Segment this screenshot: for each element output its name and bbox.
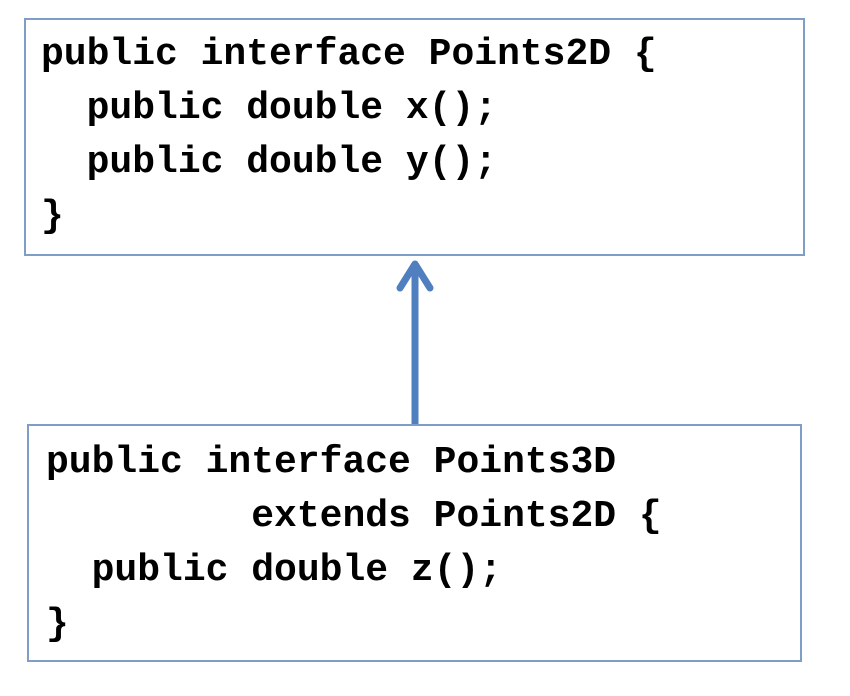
code-line: } bbox=[46, 603, 69, 646]
code-line: public double z(); bbox=[46, 549, 503, 592]
code-line: public interface Points2D { bbox=[41, 33, 657, 76]
child-interface-box: public interface Points3D extends Points… bbox=[27, 424, 802, 662]
code-line: } bbox=[41, 195, 64, 238]
parent-interface-box: public interface Points2D { public doubl… bbox=[24, 18, 805, 256]
arrow-head bbox=[396, 260, 434, 292]
code-line: public double x(); bbox=[41, 87, 498, 130]
code-line: public double y(); bbox=[41, 141, 498, 184]
code-line: public interface Points3D bbox=[46, 441, 617, 484]
code-line: extends Points2D { bbox=[46, 495, 662, 538]
